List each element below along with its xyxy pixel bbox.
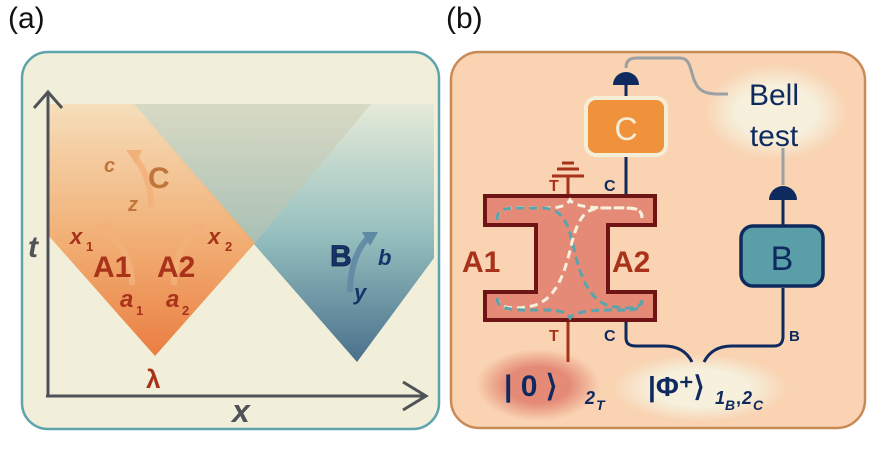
source-lambda: λ: [146, 364, 161, 394]
detector-b-icon: [769, 186, 797, 200]
x-axis-arrow-icon: [402, 380, 429, 412]
zero-state-sub: 2: [584, 388, 595, 408]
x-axis-label: x: [230, 393, 251, 429]
t-axis-label: t: [28, 231, 40, 264]
c-to-phi-wire: [624, 322, 694, 363]
phi-state-ket: |Φ⁺⟩: [648, 371, 705, 402]
a1-output-sub: 1: [86, 239, 93, 254]
c-arrowhead-icon: [126, 150, 142, 164]
device-a1-a2: [483, 194, 657, 322]
a2-output-x: x: [207, 224, 221, 249]
light-cone-b: [130, 104, 434, 362]
bell-test-line2: test: [750, 120, 799, 153]
port-t-top: T: [549, 178, 559, 195]
panel-a-label: (a): [8, 2, 45, 35]
b-arrowhead-icon: [362, 232, 378, 246]
party-a1-label: A1: [93, 251, 131, 284]
party-c-label: C: [148, 162, 170, 195]
b-input-y: y: [353, 280, 368, 305]
box-c: [584, 96, 668, 157]
cone-overlap: [134, 104, 371, 243]
a1-output-x: x: [69, 224, 83, 249]
phi-state-sub1: 1: [715, 388, 725, 408]
detector-c-icon: [613, 72, 639, 85]
device-label-a2: A2: [612, 246, 650, 279]
b-to-phi-wire: [702, 335, 785, 363]
a2-input-a: a: [166, 286, 179, 313]
a2-arrowhead-icon: [190, 224, 206, 238]
port-c-bottom: C: [604, 328, 616, 345]
box-c-label: C: [614, 111, 637, 147]
b-arrow-icon: [347, 235, 371, 293]
light-cone-a: [48, 104, 255, 356]
party-a2-label: A2: [157, 251, 195, 284]
zero-state-subsub: T: [596, 397, 606, 413]
box-b-label: B: [771, 240, 794, 278]
a2-input-sub: 2: [182, 303, 189, 318]
a1-input-sub: 1: [136, 303, 143, 318]
c-output-c: c: [104, 155, 115, 177]
phi-state-sub2sub: C: [753, 397, 764, 413]
phi-state-sub2: 2: [741, 388, 752, 408]
phi-state-glow: [612, 354, 788, 422]
a1-input-a: a: [120, 286, 133, 313]
port-t-bottom: T: [549, 328, 559, 345]
zero-state-glow: [476, 349, 600, 421]
a1-arrow-icon: [103, 227, 135, 286]
dashed-path-teal: [495, 206, 644, 310]
phi-state-sub1sub: B: [725, 397, 735, 413]
t-axis-arrow-icon: [32, 89, 64, 109]
box-b: [739, 224, 825, 288]
zero-state-ket: | 0 ⟩: [504, 370, 557, 403]
dashed-path-cream: [495, 206, 644, 310]
bell-test-glow: [704, 64, 848, 160]
panel-a: t x λ A1 x 1 a 1 A2 x 2 a 2 C c z B b y: [20, 50, 441, 431]
c-input-z: z: [127, 194, 138, 216]
a2-arrow-icon: [171, 227, 199, 286]
c-to-bell-wire: [624, 56, 728, 96]
party-b-label: B: [330, 240, 352, 273]
b-output-b: b: [378, 245, 391, 270]
a2-output-sub: 2: [225, 239, 232, 254]
bell-test-line1: Bell: [749, 79, 799, 112]
port-c-top: C: [604, 178, 616, 195]
phi-state-comma: ,: [736, 388, 741, 408]
panel-b-label: (b): [446, 2, 483, 35]
device-label-a1: A1: [462, 246, 500, 279]
dashed-path-bottom-teal: [495, 297, 644, 321]
port-b: B: [789, 328, 800, 345]
panel-b: C B Bell test A1 A2 T C T C B | 0: [449, 50, 867, 430]
a1-arrowhead-icon: [96, 222, 112, 238]
